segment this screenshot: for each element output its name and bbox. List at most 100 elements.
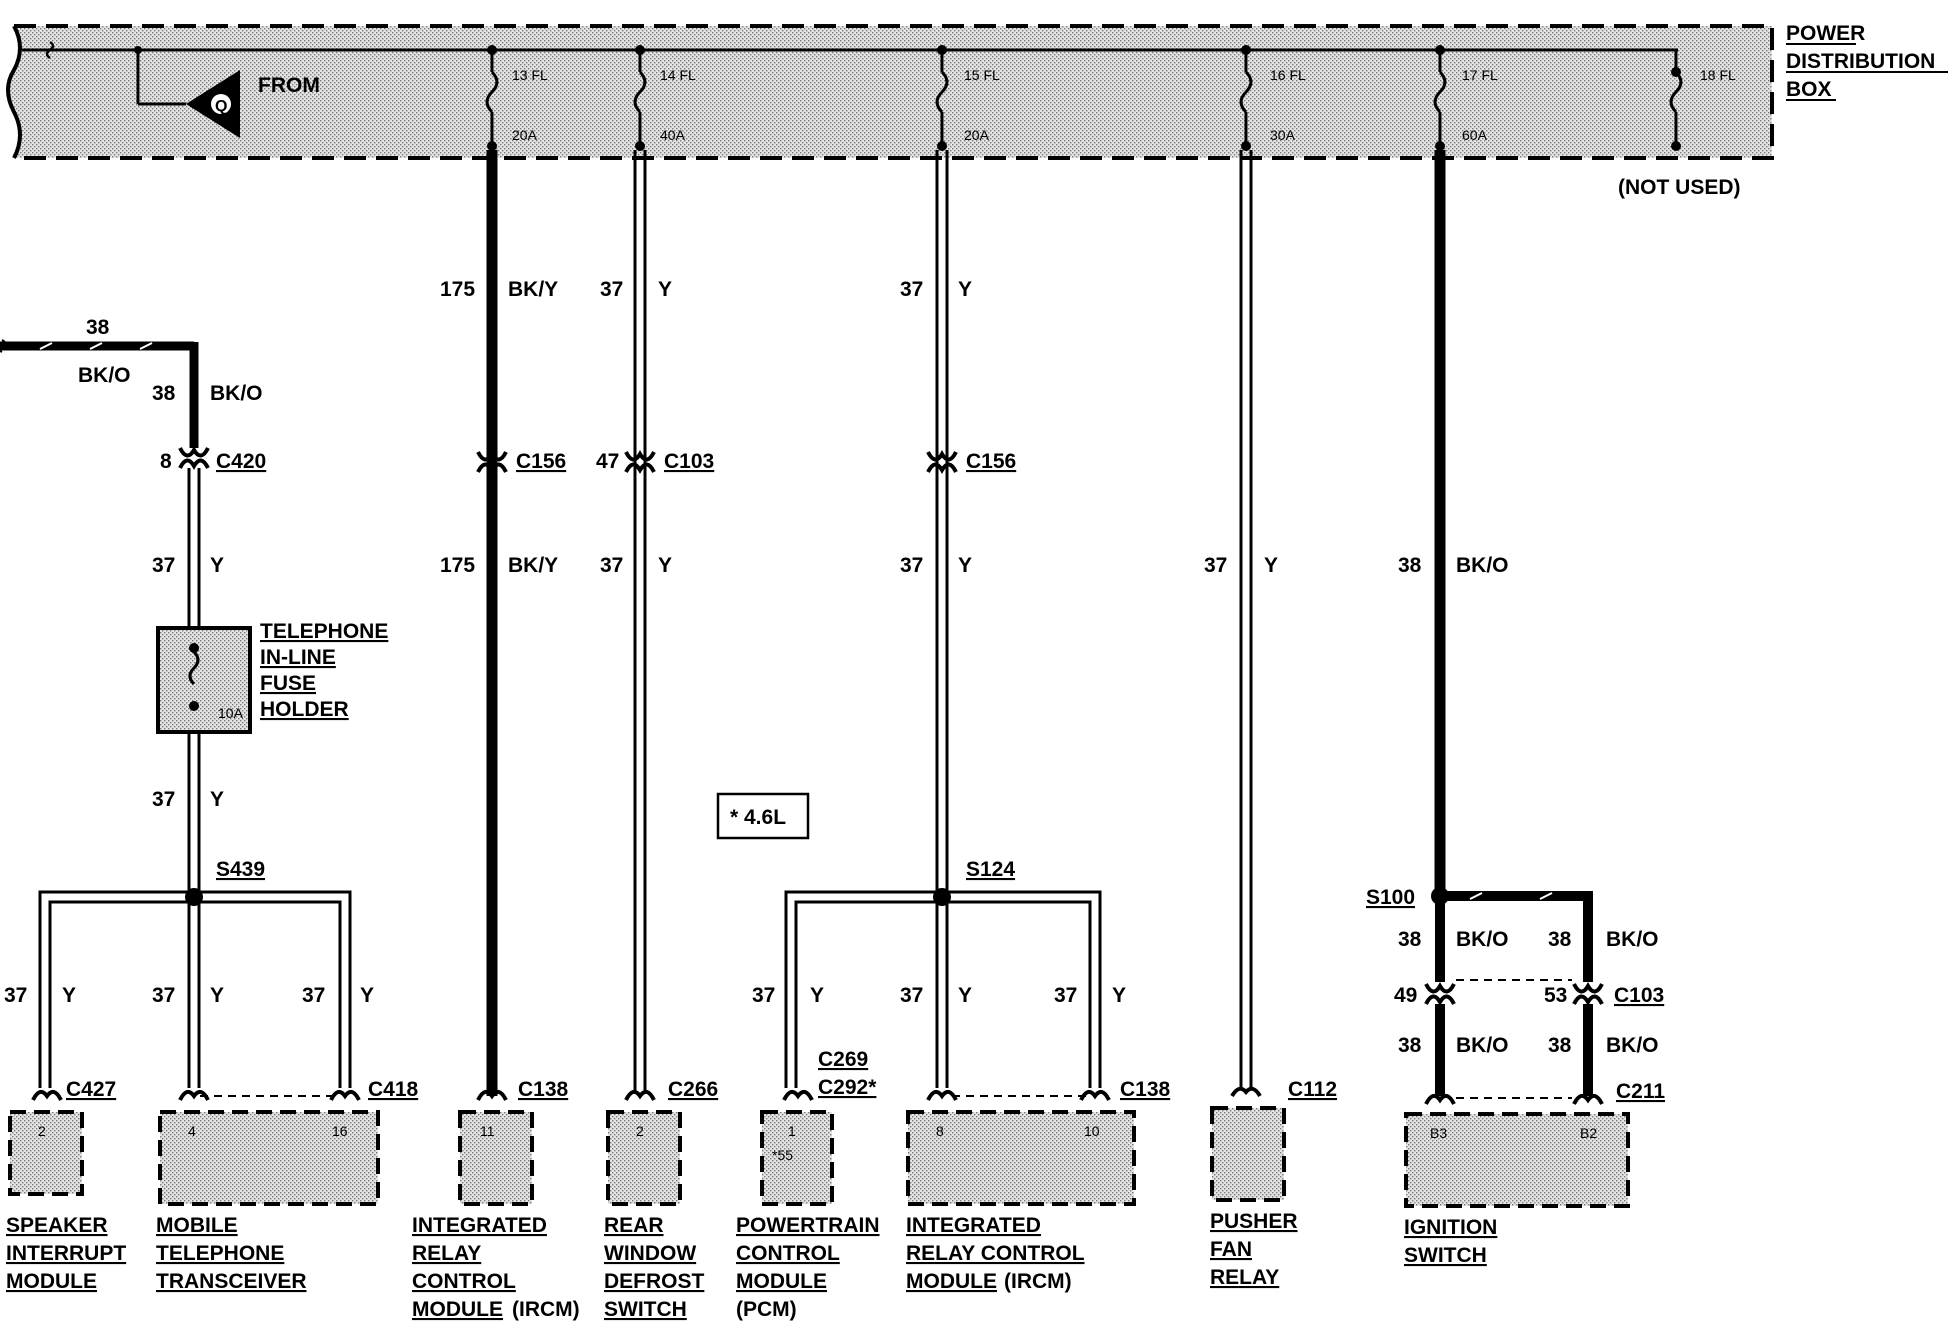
component-ignition-switch: B3 B2 <box>1404 1093 1630 1208</box>
pin-pcm: 1 <box>788 1123 796 1139</box>
component-mobile-telephone-transceiver: 4 16 <box>158 1089 380 1206</box>
pin-49: 49 <box>1394 984 1417 1007</box>
w-38-f: 38 <box>1398 1034 1422 1057</box>
rwd-line-4: SWITCH <box>604 1298 687 1321</box>
ign-line-2: SWITCH <box>1404 1244 1487 1267</box>
pin-8: 8 <box>160 450 172 473</box>
fh-line-4: HOLDER <box>260 698 349 721</box>
w-37-j: 37 <box>752 984 775 1007</box>
power-distribution-box <box>6 24 1774 160</box>
w-bky-b: BK/Y <box>508 554 558 577</box>
w-bko-a: BK/O <box>78 364 131 387</box>
w-bko-f: BK/O <box>1456 1034 1509 1057</box>
w-y-l: Y <box>1112 984 1126 1007</box>
from-q-ground: Q FROM <box>134 46 320 138</box>
fuse-14fl: 14 FL 40A <box>633 45 696 151</box>
sim-line-1: SPEAKER <box>6 1214 108 1237</box>
w-bky-a: BK/Y <box>508 278 558 301</box>
mtt-line-2: TELEPHONE <box>156 1242 284 1265</box>
pin-47: 47 <box>596 450 619 473</box>
rwd-line-1: REAR <box>604 1214 664 1237</box>
w-37-d: 37 <box>152 984 175 1007</box>
fuse-13fl-id: 13 FL <box>512 67 548 83</box>
w-bko-d: BK/O <box>1456 928 1509 951</box>
ircm2-line-3: MODULE <box>906 1270 997 1293</box>
fuse-13fl-amps: 20A <box>512 127 538 143</box>
ircm2-line-2: RELAY CONTROL <box>906 1242 1085 1265</box>
pdb-label-1: POWER <box>1786 22 1865 45</box>
connector-c156-b <box>926 450 958 474</box>
w-y-k: Y <box>958 984 972 1007</box>
label-c211: C211 <box>1616 1080 1665 1103</box>
mtt-line-3: TRANSCEIVER <box>156 1270 307 1293</box>
fuse-17fl-id: 17 FL <box>1462 67 1498 83</box>
pdb-label-3: BOX <box>1786 78 1832 101</box>
w-38-d: 38 <box>1398 928 1422 951</box>
label-c112: C112 <box>1288 1078 1337 1101</box>
fuse-17fl: 17 FL 60A <box>1433 45 1498 151</box>
from-symbol: Q <box>215 98 227 115</box>
label-c266: C266 <box>668 1078 718 1101</box>
ircm1-line-3: CONTROL <box>412 1270 516 1293</box>
from-label: FROM <box>258 74 320 97</box>
w-37-i: 37 <box>900 554 923 577</box>
pfr-line-1: PUSHER <box>1210 1210 1298 1233</box>
pin-ircm2-a: 8 <box>936 1123 944 1139</box>
fuse-15fl-amps: 20A <box>964 127 990 143</box>
label-c156-a: C156 <box>516 450 566 473</box>
w-37-e: 37 <box>302 984 325 1007</box>
ircm2-line-1: INTEGRATED <box>906 1214 1041 1237</box>
w-38-a: 38 <box>86 316 110 339</box>
ign-line-1: IGNITION <box>1404 1216 1497 1239</box>
connector-c156-a <box>476 450 508 474</box>
label-c103-b: C103 <box>1614 984 1664 1007</box>
note-text: * 4.6L <box>730 806 786 829</box>
telephone-fuse-holder: 10A <box>156 626 252 734</box>
w-37-l: 37 <box>1054 984 1077 1007</box>
pin-ircm-a: 11 <box>480 1123 495 1139</box>
label-s100: S100 <box>1366 886 1415 909</box>
pfr-line-2: FAN <box>1210 1238 1252 1261</box>
w-38-c: 38 <box>1398 554 1422 577</box>
fuse-holder-amps: 10A <box>218 705 244 721</box>
ircm1-suffix: (IRCM) <box>512 1298 580 1321</box>
pfr-line-3: RELAY <box>1210 1266 1279 1289</box>
splice-s100 <box>1424 887 1604 1096</box>
pin-mtt-a: 4 <box>188 1123 196 1139</box>
connector-c103-a <box>624 450 656 474</box>
label-c138-a: C138 <box>518 1078 569 1101</box>
splice-s124 <box>784 888 1102 1088</box>
w-y-f: Y <box>658 278 672 301</box>
fuse-13fl: 13 FL 20A <box>485 45 548 151</box>
label-c292: C292* <box>818 1076 877 1099</box>
pin-sim: 2 <box>38 1123 46 1139</box>
label-c269: C269 <box>818 1048 868 1071</box>
connector-c420 <box>178 446 210 470</box>
component-speaker-interrupt-module: 2 <box>8 1089 84 1196</box>
ircm1-line-2: RELAY <box>412 1242 481 1265</box>
w-37-h: 37 <box>900 278 923 301</box>
fuse-15fl-id: 15 FL <box>964 67 1000 83</box>
pcm-line-4: (PCM) <box>736 1298 797 1321</box>
pin-rwd: 2 <box>636 1123 644 1139</box>
w-37-c: 37 <box>4 984 27 1007</box>
label-c156-b: C156 <box>966 450 1016 473</box>
splice-s439 <box>38 888 352 1088</box>
rwd-line-2: WINDOW <box>604 1242 696 1265</box>
fuse-15fl: 15 FL 20A <box>935 45 1000 151</box>
w-y-m: Y <box>1264 554 1278 577</box>
fh-line-2: IN-LINE <box>260 646 336 669</box>
w-bko-c: BK/O <box>1456 554 1509 577</box>
fuse-18fl-id: 18 FL <box>1700 67 1736 83</box>
ircm1-line-4: MODULE <box>412 1298 503 1321</box>
fuse-16fl-amps: 30A <box>1270 127 1296 143</box>
label-s124: S124 <box>966 858 1015 881</box>
w-y-c: Y <box>62 984 76 1007</box>
label-c420: C420 <box>216 450 266 473</box>
not-used-label: (NOT USED) <box>1618 176 1741 199</box>
component-pusher-fan-relay <box>1210 1086 1286 1202</box>
w-37-m: 37 <box>1204 554 1227 577</box>
pcm-line-1: POWERTRAIN <box>736 1214 880 1237</box>
fuse-16fl: 16 FL 30A <box>1239 45 1306 151</box>
